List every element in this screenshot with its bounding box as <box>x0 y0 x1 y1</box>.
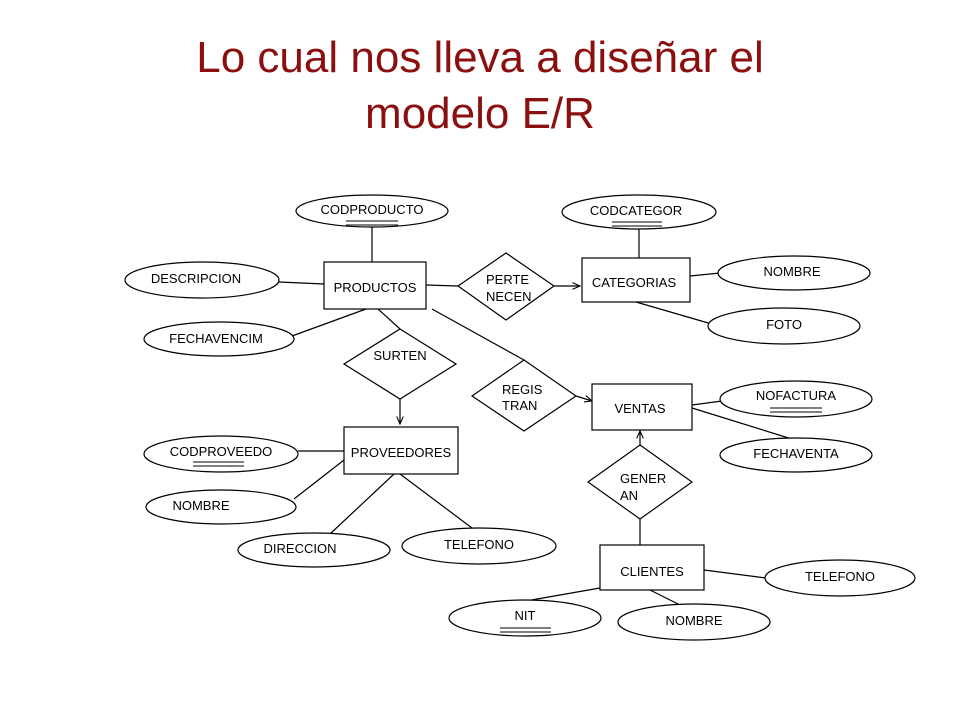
relationship-pertenecen-line-1: PERTE <box>486 272 529 287</box>
entity-proveedores-label: PROVEEDORES <box>351 445 452 460</box>
attribute-codcategor: CODCATEGOR <box>561 194 717 230</box>
relationship-generan-line-2: AN <box>620 488 638 503</box>
attribute-proveedores-nombre-label: NOMBRE <box>172 498 229 513</box>
relationship-surten: SURTEN <box>342 328 458 400</box>
attribute-fechavencim-label: FECHAVENCIM <box>169 331 263 346</box>
relationship-generan: GENER AN <box>586 444 694 520</box>
connectors <box>278 226 796 613</box>
entity-clientes-label: CLIENTES <box>620 564 684 579</box>
attribute-direccion-label: DIRECCION <box>264 541 337 556</box>
edge-registran-ventas <box>575 396 592 401</box>
edge-direccion-proveedores <box>329 473 395 535</box>
relationship-registran-line-2: TRAN <box>502 398 537 413</box>
attribute-clientes-nombre-label: NOMBRE <box>665 613 722 628</box>
attribute-codproducto-label: CODPRODUCTO <box>320 202 423 217</box>
attribute-fechavencim: FECHAVENCIM <box>143 321 295 357</box>
edge-productos-pertenecen <box>425 284 459 287</box>
edge-ventas-fechaventa <box>691 407 796 441</box>
edge-fechavencim-productos <box>291 308 367 337</box>
attribute-codproveedo-label: CODPROVEEDO <box>170 444 273 459</box>
entity-proveedores: PROVEEDORES <box>343 426 459 475</box>
entity-clientes: CLIENTES <box>599 544 705 591</box>
attribute-nofactura: NOFACTURA <box>719 380 873 418</box>
attribute-fechaventa-label: FECHAVENTA <box>753 446 839 461</box>
attribute-categorias-nombre-label: NOMBRE <box>763 264 820 279</box>
entity-ventas: VENTAS <box>591 383 693 431</box>
attribute-descripcion: DESCRIPCION <box>124 261 280 299</box>
relationship-pertenecen-line-2: NECEN <box>486 289 532 304</box>
edge-categorias-nombre <box>689 272 721 277</box>
relationship-pertenecen: PERTE NECEN <box>456 252 556 321</box>
attribute-foto: FOTO <box>707 307 861 345</box>
attribute-nofactura-label: NOFACTURA <box>756 388 837 403</box>
edge-clientes-telefono <box>703 569 767 579</box>
attribute-clientes-telefono: TELEFONO <box>764 559 916 597</box>
attribute-codproveedo: CODPROVEEDO <box>143 435 299 473</box>
attribute-direccion: DIRECCION <box>237 532 391 568</box>
edge-descripcion-productos <box>278 281 325 285</box>
edge-ventas-nofactura <box>691 400 723 406</box>
relationship-surten-label: SURTEN <box>373 348 426 363</box>
edge-telefono-proveedores <box>399 473 481 535</box>
attribute-clientes-telefono-label: TELEFONO <box>805 569 875 584</box>
edge-productos-registran <box>431 308 525 361</box>
attribute-proveedores-telefono: TELEFONO <box>401 527 557 565</box>
entity-categorias-label: CATEGORIAS <box>592 275 677 290</box>
edge-nombre-proveedores <box>293 459 345 500</box>
attribute-fechaventa: FECHAVENTA <box>719 437 873 473</box>
attribute-foto-label: FOTO <box>766 317 802 332</box>
attribute-categorias-nombre: NOMBRE <box>717 255 871 291</box>
slide-title-line-1: Lo cual nos lleva a diseñar el <box>196 33 764 82</box>
attribute-descripcion-label: DESCRIPCION <box>151 271 241 286</box>
entity-productos-label: PRODUCTOS <box>334 280 417 295</box>
entity-productos: PRODUCTOS <box>323 261 427 310</box>
edge-productos-surten <box>377 308 401 330</box>
slide-title: Lo cual nos lleva a diseñar el modelo E/… <box>0 30 960 142</box>
attribute-codcategor-label: CODCATEGOR <box>590 203 682 218</box>
relationship-registran-line-1: REGIS <box>502 382 543 397</box>
attribute-codproducto: CODPRODUCTO <box>295 194 449 228</box>
attribute-nit: NIT <box>448 599 602 637</box>
entity-ventas-label: VENTAS <box>614 401 665 416</box>
attribute-proveedores-telefono-label: TELEFONO <box>444 537 514 552</box>
slide-title-line-2: modelo E/R <box>365 89 595 138</box>
relationship-registran: REGIS TRAN <box>470 359 578 432</box>
attribute-clientes-nombre: NOMBRE <box>617 603 771 641</box>
edge-categorias-foto <box>635 301 723 328</box>
attribute-proveedores-nombre: NOMBRE <box>145 489 297 525</box>
entity-categorias: CATEGORIAS <box>581 257 691 303</box>
attribute-nit-label: NIT <box>515 608 536 623</box>
relationship-generan-line-1: GENER <box>620 471 666 486</box>
